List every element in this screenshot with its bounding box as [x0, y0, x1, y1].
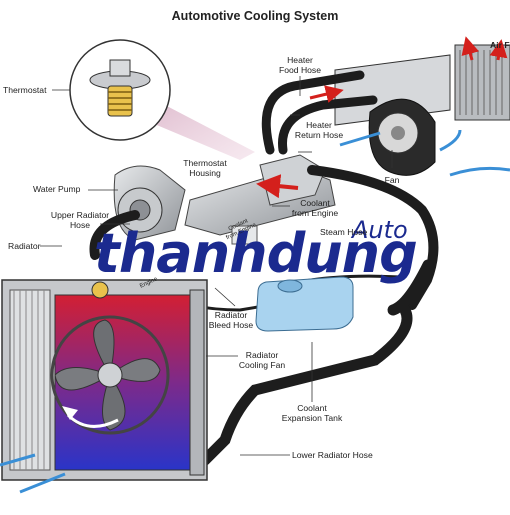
watermark-auto: Auto	[352, 216, 408, 244]
label-radiator: Radiator	[8, 241, 41, 251]
label-heater-return-hose: Heater Return Hose	[294, 120, 344, 140]
blower-fan	[368, 98, 436, 176]
flow-arrows	[0, 36, 510, 494]
radiator-cooling-fan	[50, 315, 170, 435]
label-radiator-cooling-fan: Radiator Cooling Fan	[238, 350, 286, 370]
thermostat-callout	[69, 39, 171, 141]
label-coolant-from-engine: Coolant from Engine	[291, 198, 339, 218]
label-thermostat-housing: Thermostat Housing	[183, 158, 227, 178]
thermostat-callout-beam	[140, 92, 255, 160]
label-thermostat: Thermostat	[3, 85, 47, 95]
label-heater-food-hose: Heater Food Hose	[278, 55, 322, 75]
coolant-expansion-tank	[255, 276, 354, 332]
diagram-title: Automotive Cooling System	[171, 9, 339, 23]
label-fan: Fan	[384, 175, 400, 185]
label-coolant-expansion-tank: Coolant Expansion Tank	[281, 403, 343, 423]
watermark-registered: ®	[402, 266, 411, 278]
label-water-pump: Water Pump	[33, 184, 81, 194]
hoses	[89, 70, 439, 466]
label-lower-radiator-hose: Lower Radiator Hose	[292, 450, 373, 460]
watermark-text: thanhdung	[94, 222, 418, 285]
label-air-flow: Air F	[490, 40, 510, 50]
label-radiator-bleed-hose: Radiator Bleed Hose	[208, 310, 254, 330]
label-steam-hose: Steam Hose	[320, 227, 368, 237]
label-upper-radiator-hose: Upper Radiator Hose	[50, 210, 110, 230]
label-leaders	[40, 76, 393, 456]
